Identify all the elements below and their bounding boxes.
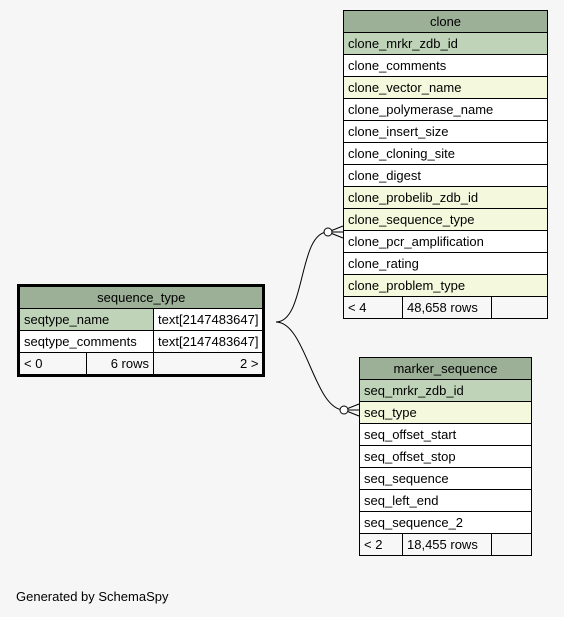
column-seqtype-comments-type: text[2147483647] (152, 330, 265, 353)
edge-clone-optional-marker (323, 227, 333, 237)
column-seq-offset-start[interactable]: seq_offset_start (359, 423, 532, 446)
column-clone-comments[interactable]: clone_comments (343, 54, 548, 77)
table-clone-children[interactable] (491, 296, 548, 319)
column-clone-cloning-site[interactable]: clone_cloning_site (343, 142, 548, 165)
table-sequence-type-row-count: 6 rows (86, 352, 154, 376)
table-marker-sequence[interactable]: marker_sequence seq_mrkr_zdb_id seq_type… (359, 357, 532, 556)
edge-marker-sequence-optional-marker (339, 405, 349, 415)
table-clone-title[interactable]: clone (343, 10, 548, 33)
table-sequence-type[interactable]: sequence_type seqtype_name text[21474836… (17, 284, 266, 377)
generated-by-footer: Generated by SchemaSpy (16, 589, 169, 604)
column-seqtype-name-type: text[2147483647] (152, 308, 265, 331)
column-clone-sequence-type[interactable]: clone_sequence_type (343, 208, 548, 231)
table-sequence-type-title[interactable]: sequence_type (17, 285, 265, 309)
column-seq-offset-stop[interactable]: seq_offset_stop (359, 445, 532, 468)
column-clone-pcr-amplification[interactable]: clone_pcr_amplification (343, 230, 548, 253)
column-seqtype-name[interactable]: seqtype_name (18, 308, 154, 331)
column-seq-sequence-2[interactable]: seq_sequence_2 (359, 511, 532, 534)
table-sequence-type-children[interactable]: 2 > (152, 352, 265, 376)
column-clone-vector-name[interactable]: clone_vector_name (343, 76, 548, 99)
column-clone-digest[interactable]: clone_digest (343, 164, 548, 187)
table-marker-sequence-children[interactable] (491, 533, 532, 556)
table-marker-sequence-parents[interactable]: < 2 (359, 533, 403, 556)
column-clone-polymerase-name[interactable]: clone_polymerase_name (343, 98, 548, 121)
column-seq-type[interactable]: seq_type (359, 401, 532, 424)
table-clone-parents[interactable]: < 4 (343, 296, 403, 319)
column-seqtype-comments[interactable]: seqtype_comments (18, 330, 154, 353)
table-clone[interactable]: clone clone_mrkr_zdb_id clone_comments c… (343, 10, 548, 319)
column-seq-mrkr-zdb-id[interactable]: seq_mrkr_zdb_id (359, 379, 532, 402)
table-marker-sequence-title[interactable]: marker_sequence (359, 357, 532, 380)
column-clone-problem-type[interactable]: clone_problem_type (343, 274, 548, 297)
column-clone-mrkr-zdb-id[interactable]: clone_mrkr_zdb_id (343, 32, 548, 55)
column-clone-probelib-zdb-id[interactable]: clone_probelib_zdb_id (343, 186, 548, 209)
table-clone-row-count: 48,658 rows (402, 296, 492, 319)
edge-clone-sequence-type (275, 225, 344, 323)
column-clone-rating[interactable]: clone_rating (343, 252, 548, 275)
column-clone-insert-size[interactable]: clone_insert_size (343, 120, 548, 143)
table-sequence-type-parents[interactable]: < 0 (18, 352, 87, 376)
edge-marker-sequence-seq-type (275, 321, 360, 417)
column-seq-sequence[interactable]: seq_sequence (359, 467, 532, 490)
table-marker-sequence-row-count: 18,455 rows (402, 533, 492, 556)
column-seq-left-end[interactable]: seq_left_end (359, 489, 532, 512)
